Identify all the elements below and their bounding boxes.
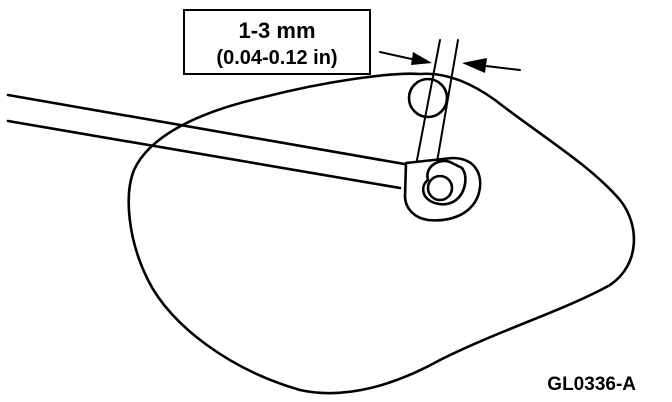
rod-lower-edge (6, 119, 402, 190)
gauge-right-edge (436, 39, 459, 163)
dimension-imperial-text: (0.04-0.12 in) (216, 47, 337, 69)
figure-code: GL0336-A (547, 374, 636, 395)
gauge-left-edge (416, 39, 441, 161)
rod-upper-edge (6, 93, 412, 167)
dimension-metric-text: 1-3 mm (238, 18, 315, 43)
dimension-label-box (183, 9, 371, 75)
cam-plate-outline (127, 72, 636, 395)
dimension-arrow-right-line (485, 65, 521, 71)
dimension-arrow-right-head (462, 58, 487, 73)
dimension-arrow-left-line (379, 51, 417, 61)
pivot-pin (426, 174, 454, 202)
dimension-arrow-left-head (411, 52, 432, 65)
